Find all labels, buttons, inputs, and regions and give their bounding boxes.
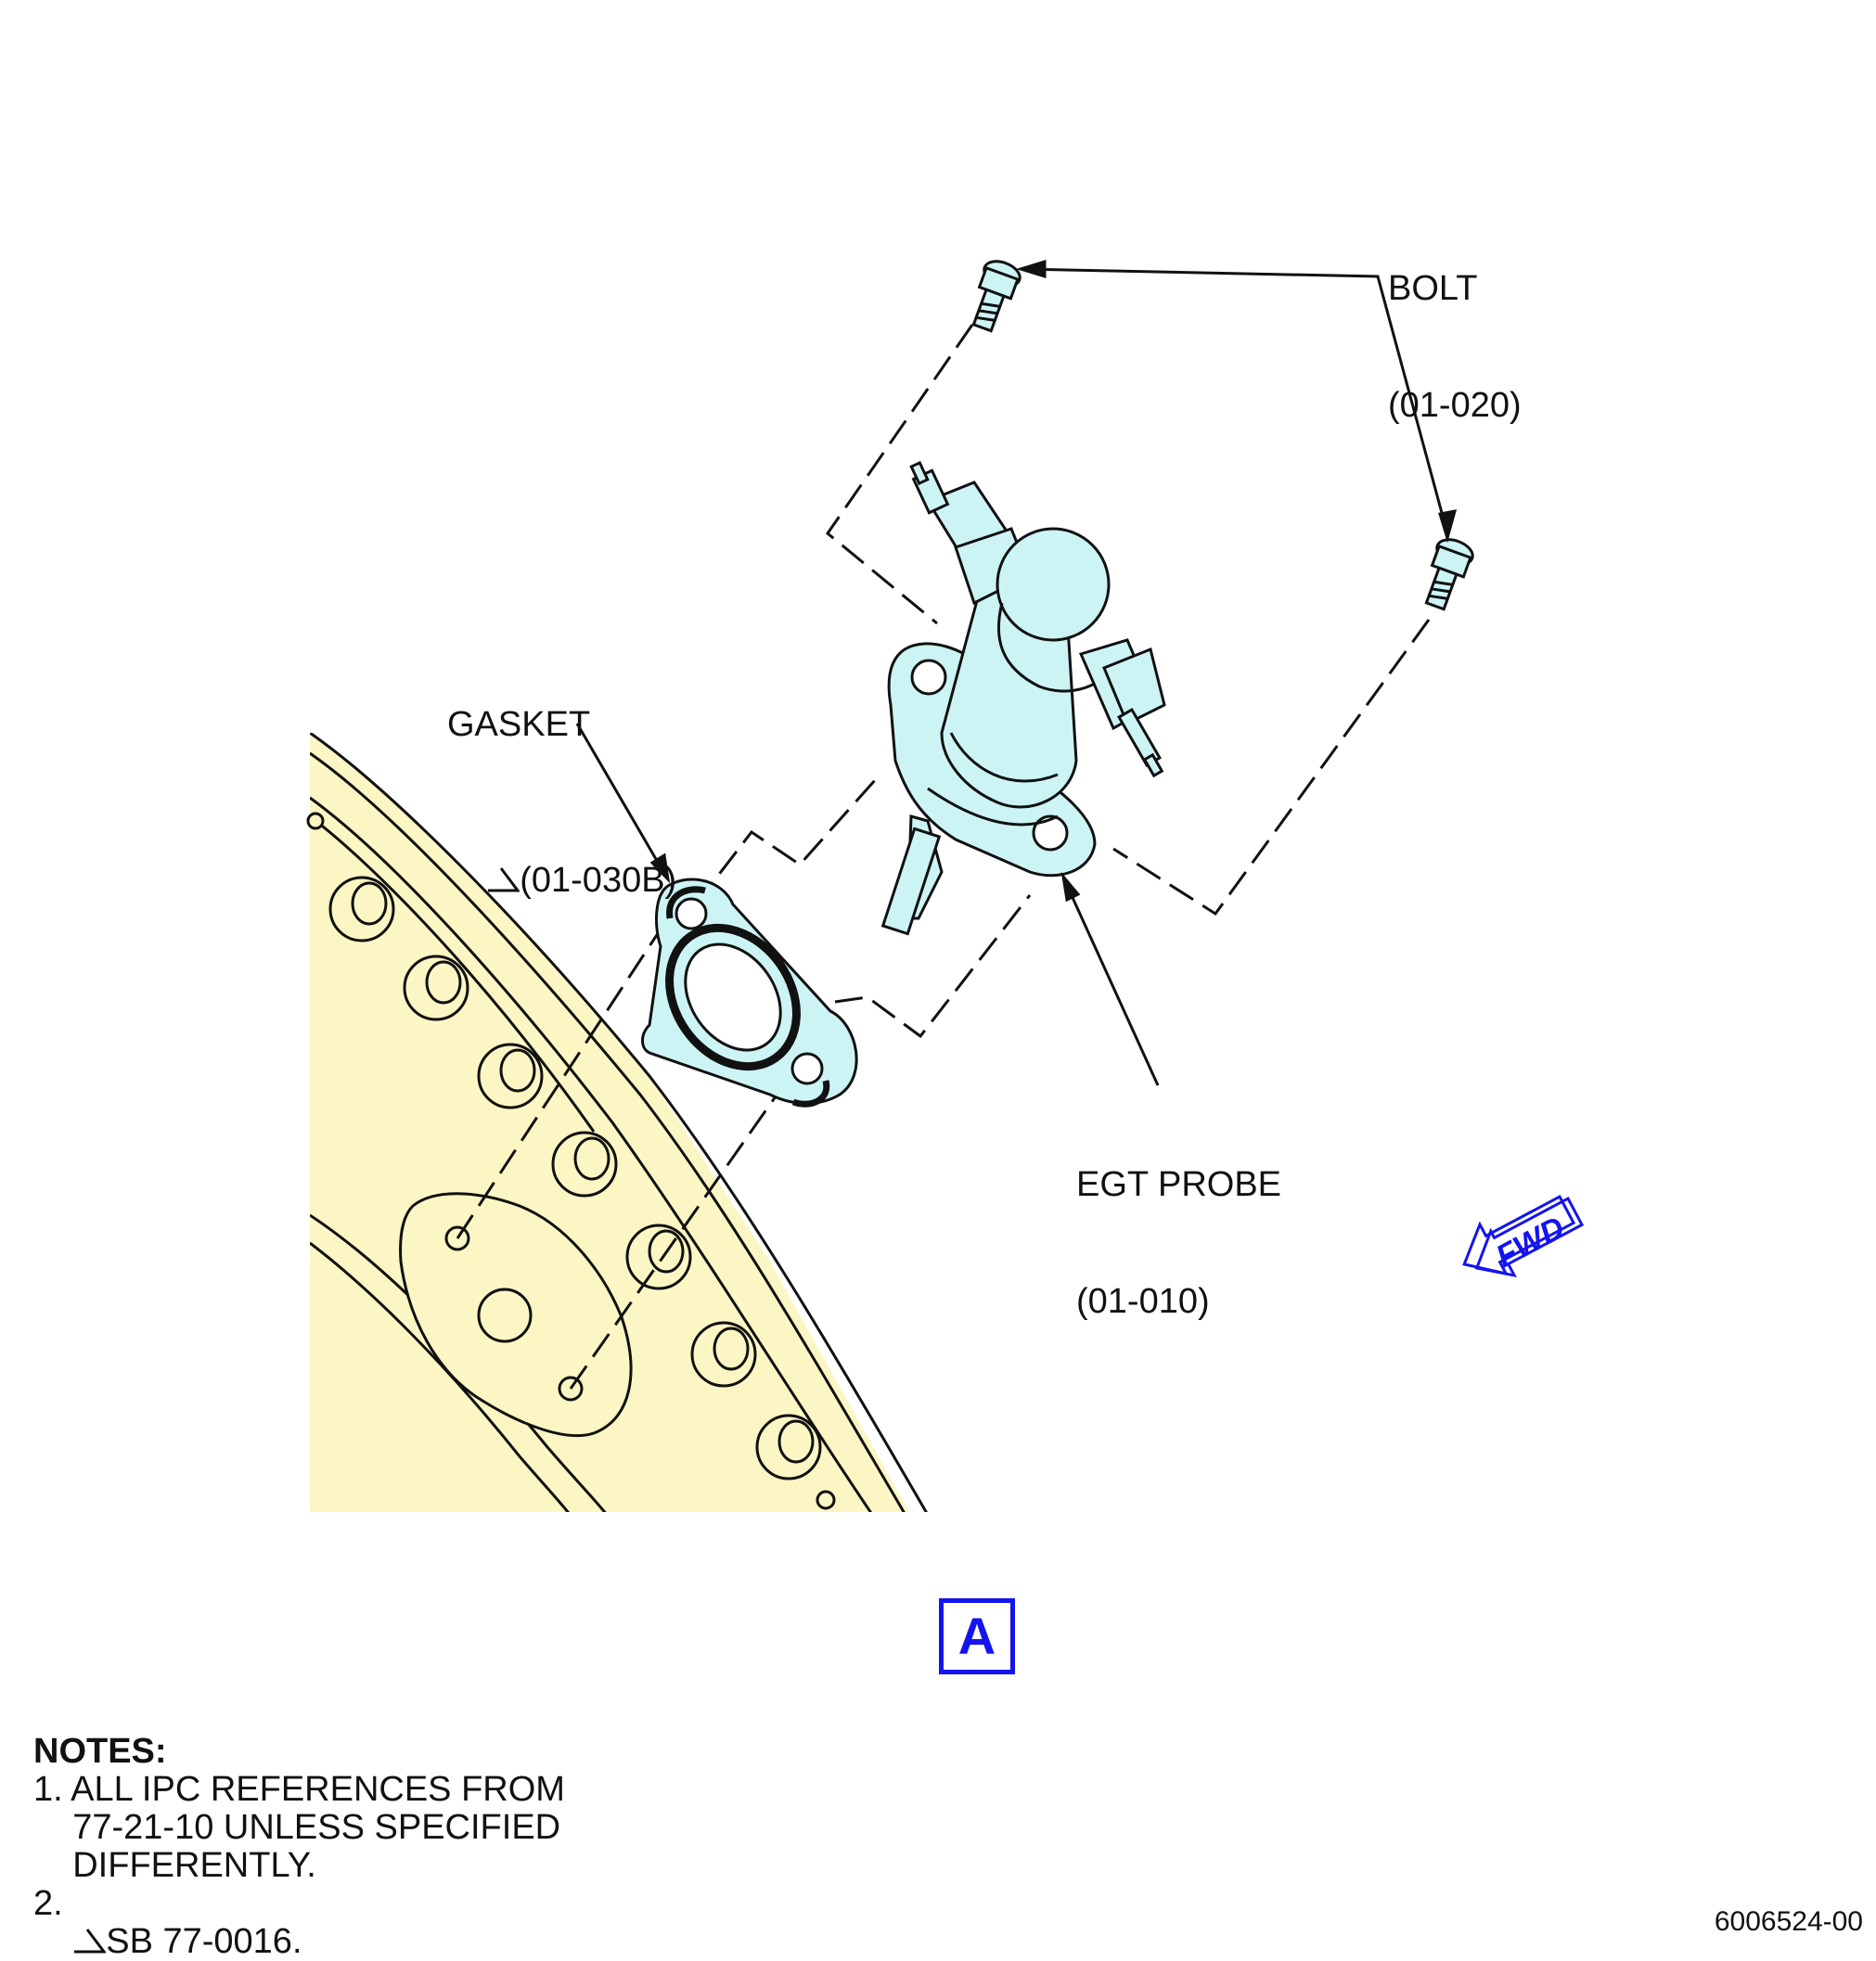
document-number: 6006524-00 [1714,1906,1863,1937]
leader-bolt [1015,259,1458,544]
note-2-text: SB 77-0016. [106,1922,302,1961]
note-2-number: 2. [33,1884,63,1923]
leader-probe [1060,871,1160,1086]
view-reference-box: A [939,1598,1015,1674]
callout-gasket-ref: (01-030B) [520,861,677,900]
bolt-right [1424,538,1474,611]
callout-gasket-name: GASKET [447,705,591,744]
view-label: A [957,1607,996,1665]
note-line-2: 77-21-10 UNLESS SPECIFIED [33,1808,561,1847]
note-line-3: DIFFERENTLY. [33,1846,316,1885]
callout-probe-name: EGT PROBE [1076,1165,1282,1204]
callout-bolt-ref: (01-020) [1388,386,1522,425]
case-mount-pad [399,1192,633,1438]
egt-probe [880,460,1166,936]
gasket [641,878,858,1108]
callout-probe: EGT PROBE (01-010) [1076,1087,1281,1360]
note-line-1: 1. ALL IPC REFERENCES FROM [33,1770,565,1809]
note-line-4: 2. SB 77-0016. [33,1885,565,1961]
callout-bolt-name: BOLT [1388,269,1478,308]
notes-block: NOTES: 1. ALL IPC REFERENCES FROM 77-21-… [33,1733,565,1961]
leader-gasket [575,723,671,884]
notes-title: NOTES: [33,1732,167,1771]
case-bosses [306,812,836,1510]
effectivity-triangle-icon [488,867,520,892]
callout-gasket-ref-row: (01-030B) [447,822,676,939]
callout-probe-ref: (01-010) [1076,1282,1210,1321]
callout-gasket: GASKET (01-030B) [447,627,676,978]
bolt-upper [971,260,1022,333]
callout-bolt: BOLT (01-020) [1388,191,1522,464]
effectivity-triangle-icon [74,1929,107,1954]
fwd-arrow [1462,1195,1585,1278]
